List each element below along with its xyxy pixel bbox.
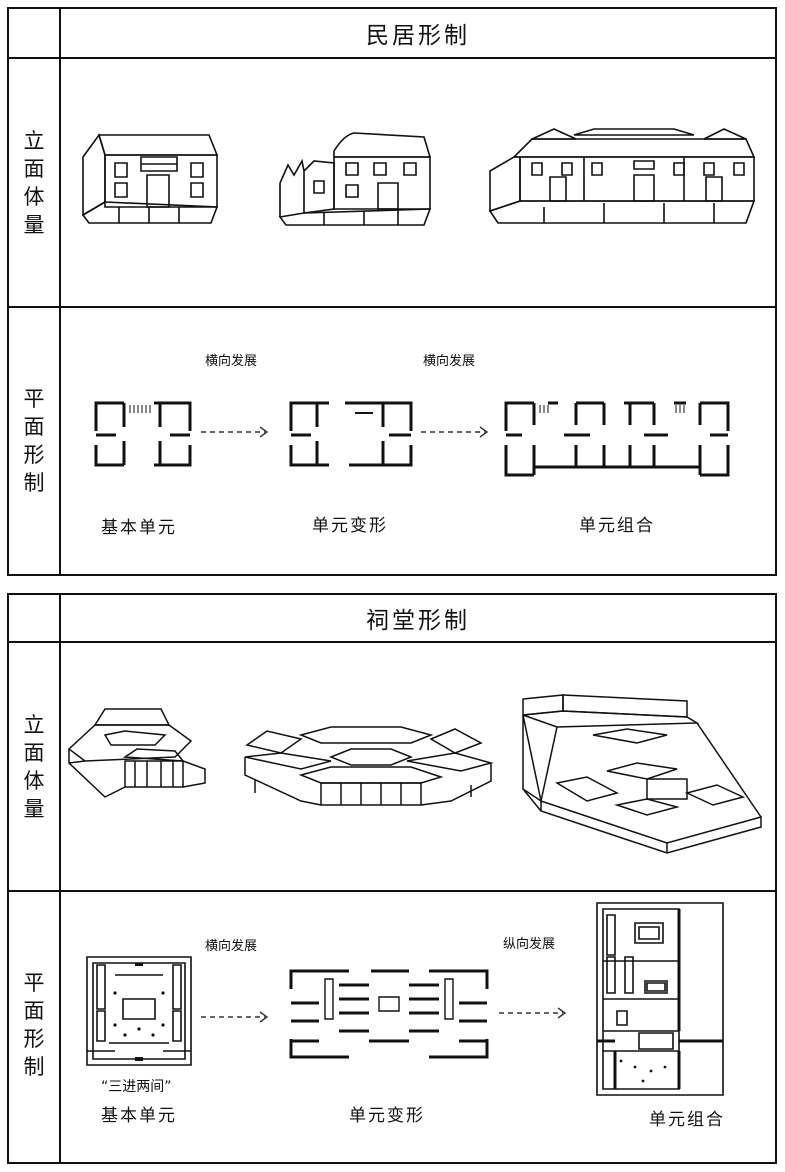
residence-elevation-label: 立面 体量 bbox=[23, 128, 45, 237]
hall-unit-combination-plan bbox=[595, 901, 725, 1097]
hall-arrow1 bbox=[201, 1010, 271, 1024]
row-divider bbox=[9, 306, 775, 308]
residence-arrow2 bbox=[421, 425, 491, 439]
hall-arrow2-label: 纵向发展 bbox=[503, 937, 556, 952]
hall-basic-unit-sketch bbox=[65, 705, 215, 815]
row-divider bbox=[9, 890, 775, 892]
hall-plan-label: 平面 形制 bbox=[23, 971, 45, 1079]
residence-arrow1-label: 横向发展 bbox=[205, 354, 258, 369]
hall-unit-variant-plan bbox=[289, 969, 489, 1059]
hall-basic-unit-note: “三进两间” bbox=[101, 1079, 172, 1095]
residence-title: 民居形制 bbox=[366, 23, 470, 49]
hall-caption-combination: 单元组合 bbox=[649, 1110, 725, 1130]
hall-elevation-label: 立面 体量 bbox=[23, 712, 45, 821]
residence-unit-combination-plan bbox=[504, 401, 730, 481]
residence-arrow2-label: 横向发展 bbox=[423, 354, 476, 369]
residence-panel: 民居形制 立面 体量 平面 形制 bbox=[7, 7, 777, 576]
label-column-divider bbox=[59, 9, 61, 574]
ancestral-hall-title: 祠堂形制 bbox=[366, 608, 470, 634]
residence-plan-label: 平面 形制 bbox=[23, 387, 45, 495]
title-divider bbox=[9, 57, 775, 59]
label-column-divider bbox=[59, 595, 61, 1162]
ancestral-hall-panel: 祠堂形制 立面 体量 平面 形制 bbox=[7, 593, 777, 1164]
residence-basic-unit-plan bbox=[94, 401, 192, 467]
hall-arrow2 bbox=[499, 1006, 569, 1020]
hall-unit-combination-sketch bbox=[517, 693, 767, 855]
residence-basic-unit-sketch bbox=[79, 127, 219, 227]
residence-caption-basic: 基本单元 bbox=[101, 518, 177, 538]
residence-unit-combination-sketch bbox=[484, 127, 764, 227]
title-divider bbox=[9, 641, 775, 643]
hall-arrow1-label: 横向发展 bbox=[205, 939, 258, 954]
hall-caption-basic: 基本单元 bbox=[101, 1106, 177, 1126]
hall-unit-variant-sketch bbox=[241, 723, 497, 819]
hall-basic-unit-plan bbox=[85, 955, 193, 1067]
residence-caption-combination: 单元组合 bbox=[579, 516, 655, 536]
hall-caption-variant: 单元变形 bbox=[349, 1106, 425, 1126]
residence-caption-variant: 单元变形 bbox=[312, 516, 388, 536]
residence-unit-variant-plan bbox=[289, 401, 413, 467]
residence-arrow1 bbox=[201, 425, 271, 439]
residence-unit-variant-sketch bbox=[274, 131, 434, 227]
